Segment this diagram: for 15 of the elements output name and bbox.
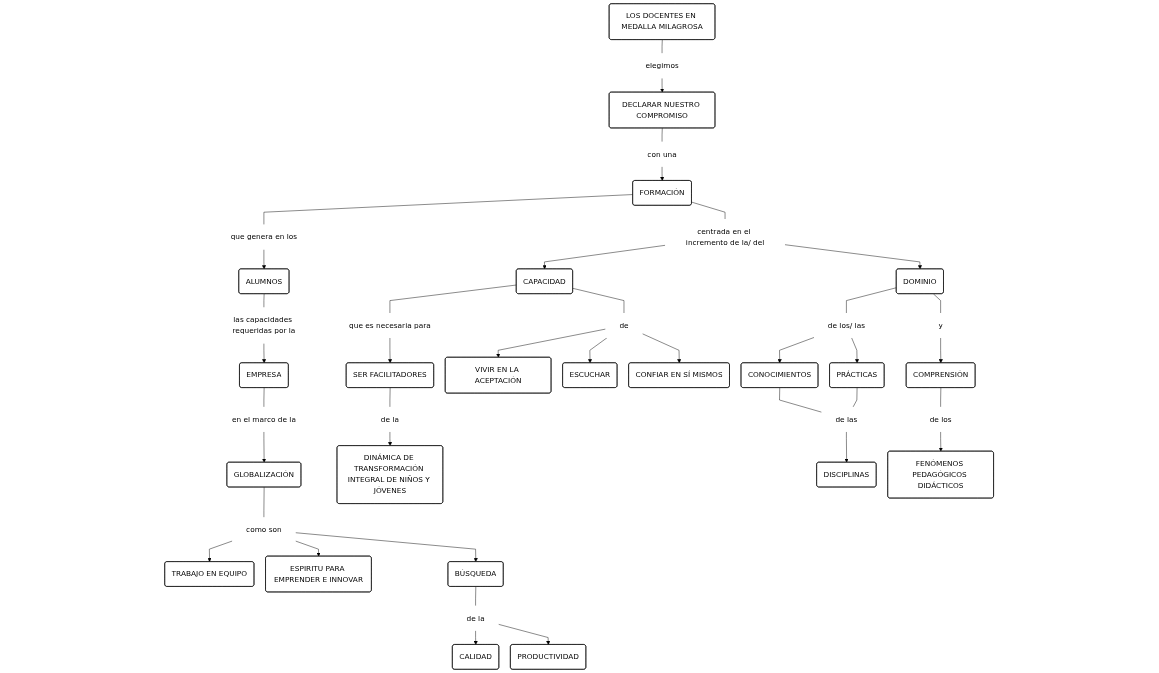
connector — [264, 487, 265, 518]
connector — [390, 284, 518, 314]
connector — [691, 201, 726, 220]
connector — [264, 387, 265, 408]
connector — [264, 293, 265, 308]
connector — [846, 287, 898, 314]
connector — [940, 387, 942, 408]
connector — [390, 387, 391, 408]
connector — [573, 288, 625, 314]
connector — [475, 586, 477, 606]
connector — [933, 293, 942, 314]
connector — [853, 387, 858, 408]
connector — [662, 39, 663, 54]
connector — [779, 387, 823, 413]
connector — [264, 194, 634, 225]
